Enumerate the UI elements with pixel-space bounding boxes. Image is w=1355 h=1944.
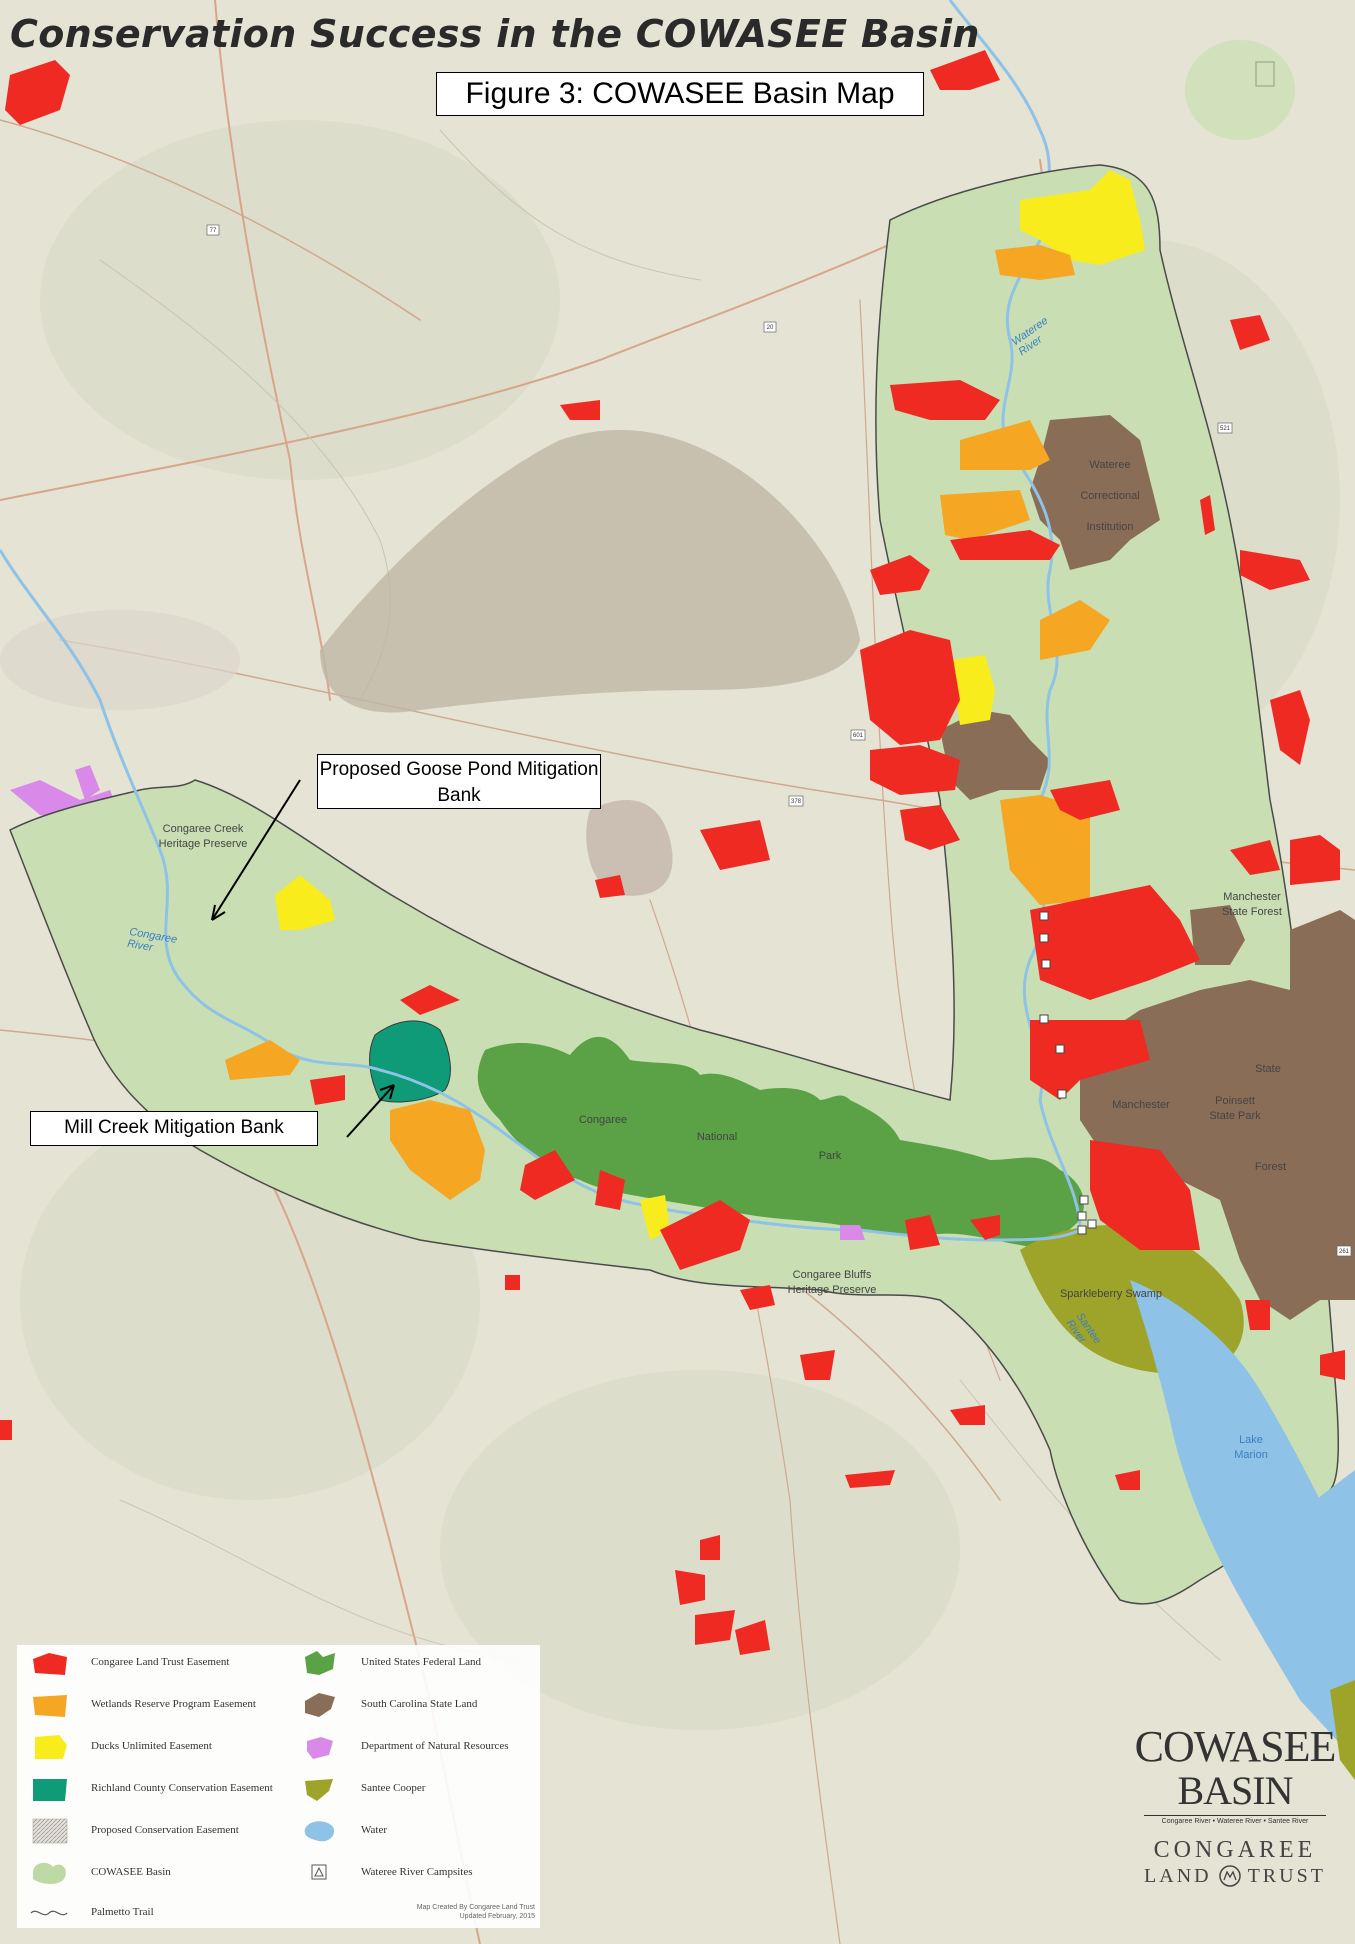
- ducks-unlimited-west: [275, 875, 335, 930]
- road-shield-label: 261: [1339, 1249, 1350, 1255]
- congaree-national-park: [477, 1036, 1084, 1247]
- legend-label: Santee Cooper: [361, 1782, 426, 1794]
- national-label: National: [696, 1131, 738, 1143]
- state-label: State: [1255, 1063, 1281, 1075]
- map-legend: Congaree Land Trust Easement Wetlands Re…: [17, 1645, 540, 1928]
- legend-item: Wetlands Reserve Program Easement: [29, 1689, 256, 1719]
- mill-creek-area: [369, 1020, 451, 1103]
- lake-marion-label: Lake Marion: [1234, 1434, 1268, 1461]
- map-title: Conservation Success in the COWASEE Basi…: [10, 12, 980, 56]
- legend-item: South Carolina State Land: [299, 1689, 477, 1719]
- legend-label: Department of Natural Resources: [361, 1740, 509, 1752]
- poinsett-label: Poinsett State Park: [1209, 1095, 1261, 1122]
- congaree-label: Congaree: [578, 1114, 628, 1126]
- santee-cooper-shore: [1330, 1680, 1355, 1780]
- green-area-ne: [1185, 40, 1295, 140]
- legend-label: Wateree River Campsites: [361, 1866, 473, 1878]
- road-shield-label: 77: [210, 228, 217, 234]
- logo-land-trust: LAND TRUST: [1130, 1864, 1340, 1888]
- wateree-correctional-label: Wateree Correctional Institution: [1080, 459, 1140, 533]
- legend-label: Water: [361, 1824, 387, 1836]
- logo-rivers: Congaree River • Wateree River • Santee …: [1144, 1815, 1326, 1825]
- legend-label: Wetlands Reserve Program Easement: [91, 1698, 256, 1710]
- legend-label: COWASEE Basin: [91, 1866, 171, 1878]
- state-land-middle: [940, 710, 1050, 800]
- dnr-area-south: [840, 1225, 865, 1240]
- wateree-correctional-land: [1030, 415, 1160, 570]
- state-land-east: [1290, 910, 1355, 1300]
- figure-label: Figure 3: COWASEE Basin Map: [436, 72, 924, 116]
- legend-label: Congaree Land Trust Easement: [91, 1656, 230, 1668]
- legend-item: Water: [299, 1815, 387, 1845]
- manchester-state-forest: [1080, 980, 1330, 1320]
- legend-item: Richland County Conservation Easement: [29, 1773, 273, 1803]
- state-land-manchester-north: [1190, 905, 1245, 965]
- logo-basin: BASIN: [1177, 1768, 1293, 1813]
- legend-item: Palmetto Trail: [29, 1897, 154, 1927]
- logo-trust: TRUST: [1247, 1864, 1326, 1887]
- campsite-icons[interactable]: [1039, 911, 1097, 1235]
- legend-item: United States Federal Land: [299, 1647, 481, 1677]
- road-shield-label: 20: [767, 325, 774, 331]
- legend-swatch: [305, 1779, 333, 1801]
- park-label: Park: [818, 1150, 842, 1162]
- road-shield-label: 601: [853, 733, 864, 739]
- callout-arrows: [211, 779, 395, 1138]
- legend-item: Congaree Land Trust Easement: [29, 1647, 229, 1677]
- legend-swatch: [307, 1737, 333, 1759]
- legend-swatch: [33, 1653, 67, 1675]
- legend-swatch: [33, 1695, 67, 1717]
- road-shield-label: 378: [791, 799, 802, 805]
- goose-pond-callout: Proposed Goose Pond Mitigation Bank: [317, 754, 601, 809]
- legend-swatch: [30, 1910, 68, 1916]
- legend-item: Wateree River Campsites: [299, 1857, 473, 1887]
- legend-item: Ducks Unlimited Easement: [29, 1731, 212, 1761]
- city-area: [0, 610, 240, 710]
- forest-label: Forest: [1254, 1161, 1287, 1173]
- sparkleberry-label: Sparkleberry Swamp: [1059, 1288, 1163, 1300]
- legend-swatch: [305, 1651, 335, 1675]
- wetlands-reserve-easements: [225, 245, 1110, 1200]
- cowasee-logo: COWASEE BASIN Congaree River • Wateree R…: [1130, 1725, 1340, 1895]
- lake-marion-lower: [1250, 1470, 1355, 1760]
- legend-item: Department of Natural Resources: [299, 1731, 509, 1761]
- road-shield-label: 521: [1220, 426, 1231, 432]
- legend-swatch: [35, 1735, 67, 1759]
- road-shields: 77 20 601 378 521 261: [206, 224, 1352, 1257]
- proposed-grey-area-small: [586, 800, 673, 896]
- legend-swatch: [33, 1779, 67, 1801]
- manchester-forest-label: Manchester State Forest: [1222, 891, 1282, 918]
- proposed-grey-area: [320, 430, 860, 713]
- campsite-icon: [311, 1864, 327, 1880]
- map-credit: Map Created By Congaree Land Trust Updat…: [416, 1904, 535, 1920]
- logo-congaree: CONGAREE: [1153, 1837, 1317, 1863]
- legend-swatch: [304, 1821, 335, 1842]
- purple-area-west-2: [75, 765, 100, 800]
- legend-swatch: [32, 1818, 68, 1844]
- legend-item: Santee Cooper: [299, 1773, 425, 1803]
- congaree-bluffs-label: Congaree Bluffs Heritage Preserve: [787, 1269, 877, 1296]
- legend-label: South Carolina State Land: [361, 1698, 478, 1710]
- legend-label: United States Federal Land: [361, 1656, 482, 1668]
- legend-label: Ducks Unlimited Easement: [91, 1740, 212, 1752]
- manchester-label: Manchester: [1112, 1099, 1170, 1111]
- legend-item: Proposed Conservation Easement: [29, 1815, 239, 1845]
- ducks-unlimited-middle: [950, 655, 995, 725]
- legend-item: COWASEE Basin: [29, 1857, 171, 1887]
- legend-swatch: [33, 1862, 66, 1884]
- logo-land: LAND: [1144, 1864, 1212, 1887]
- legend-label: Richland County Conservation Easement: [91, 1782, 273, 1794]
- land-trust-easements: [0, 50, 1345, 1655]
- logo-cowasee: COWASEE: [1134, 1722, 1337, 1771]
- legend-swatch: [305, 1693, 335, 1717]
- legend-label: Palmetto Trail: [91, 1906, 154, 1918]
- mill-creek-callout: Mill Creek Mitigation Bank: [30, 1111, 318, 1146]
- land-trust-emblem-icon: [1218, 1865, 1241, 1887]
- ducks-unlimited-north: [1020, 170, 1145, 265]
- congaree-creek-label: Congaree Creek Heritage Preserve: [158, 823, 248, 850]
- legend-label: Proposed Conservation Easement: [91, 1824, 239, 1836]
